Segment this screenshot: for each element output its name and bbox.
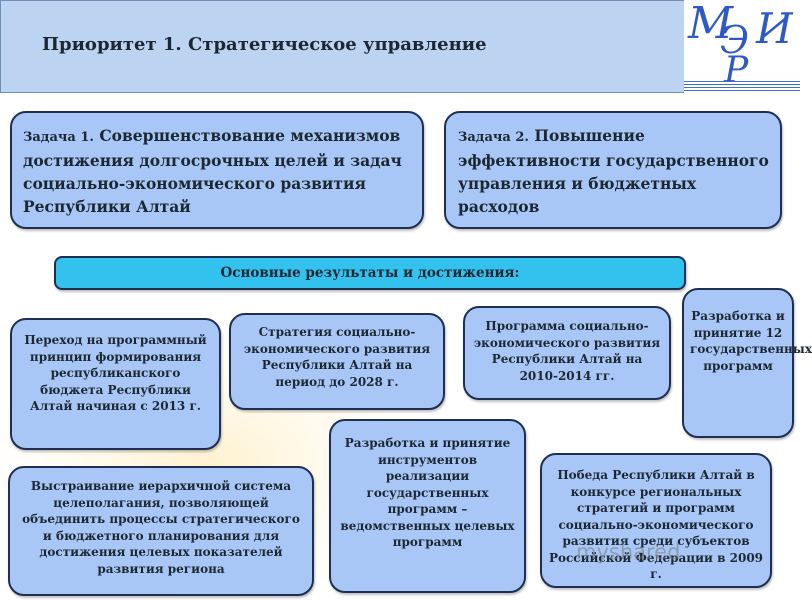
- result-state-programs: Разработка и принятие 12 государственных…: [682, 288, 812, 438]
- watermark: myshared: [576, 540, 681, 564]
- result-contest-victory: Победа Республики Алтай в конкурсе регио…: [540, 453, 772, 588]
- result-program-2010-2014-text: Программа социально-экономического разви…: [473, 319, 661, 383]
- task-2-card: Задача 2. Повышение эффективности госуда…: [444, 111, 782, 229]
- result-program-2010-2014: Программа социально-экономического разви…: [463, 306, 671, 400]
- logo-letter-m: М: [688, 0, 734, 49]
- logo-lettering: М Э И Р: [684, 0, 800, 93]
- result-state-programs-text: Разработка и принятие 12 государственных…: [690, 309, 812, 373]
- result-budget-transition: Переход на программный принцип формирова…: [10, 318, 221, 450]
- logo: М Э И Р: [684, 0, 800, 93]
- task-1-prefix: Задача 1.: [23, 130, 94, 145]
- result-strategy-2028: Стратегия социально-экономического разви…: [229, 313, 445, 410]
- result-goal-hierarchy-text: Выстраивание иерархичной система целепол…: [22, 479, 300, 576]
- result-instruments-text: Разработка и принятие инструментов реали…: [340, 436, 515, 549]
- task-2-prefix: Задача 2.: [458, 130, 529, 145]
- task-1-text: Задача 1. Совершенствование механизмов д…: [23, 124, 412, 218]
- task-2-description: Повышение эффективности государственного…: [458, 126, 769, 216]
- logo-stripes: [684, 81, 800, 91]
- result-instruments: Разработка и принятие инструментов реали…: [329, 419, 526, 593]
- result-goal-hierarchy: Выстраивание иерархичной система целепол…: [8, 466, 314, 596]
- header-bar: [0, 0, 686, 93]
- result-contest-victory-text: Победа Республики Алтай в конкурсе регио…: [548, 468, 764, 581]
- result-strategy-2028-text: Стратегия социально-экономического разви…: [243, 325, 431, 389]
- logo-letter-e: Э: [720, 18, 750, 62]
- results-banner-text: Основные результаты и достижения:: [220, 265, 520, 281]
- task-2-text: Задача 2. Повышение эффективности госуда…: [458, 124, 770, 218]
- results-banner: Основные результаты и достижения:: [54, 256, 686, 290]
- task-1-description: Совершенствование механизмов достижения …: [23, 126, 402, 216]
- task-1-card: Задача 1. Совершенствование механизмов д…: [10, 111, 424, 229]
- result-budget-transition-text: Переход на программный принцип формирова…: [24, 333, 207, 413]
- logo-letter-i: И: [756, 4, 793, 53]
- page-title: Приоритет 1. Стратегическое управление: [42, 34, 487, 55]
